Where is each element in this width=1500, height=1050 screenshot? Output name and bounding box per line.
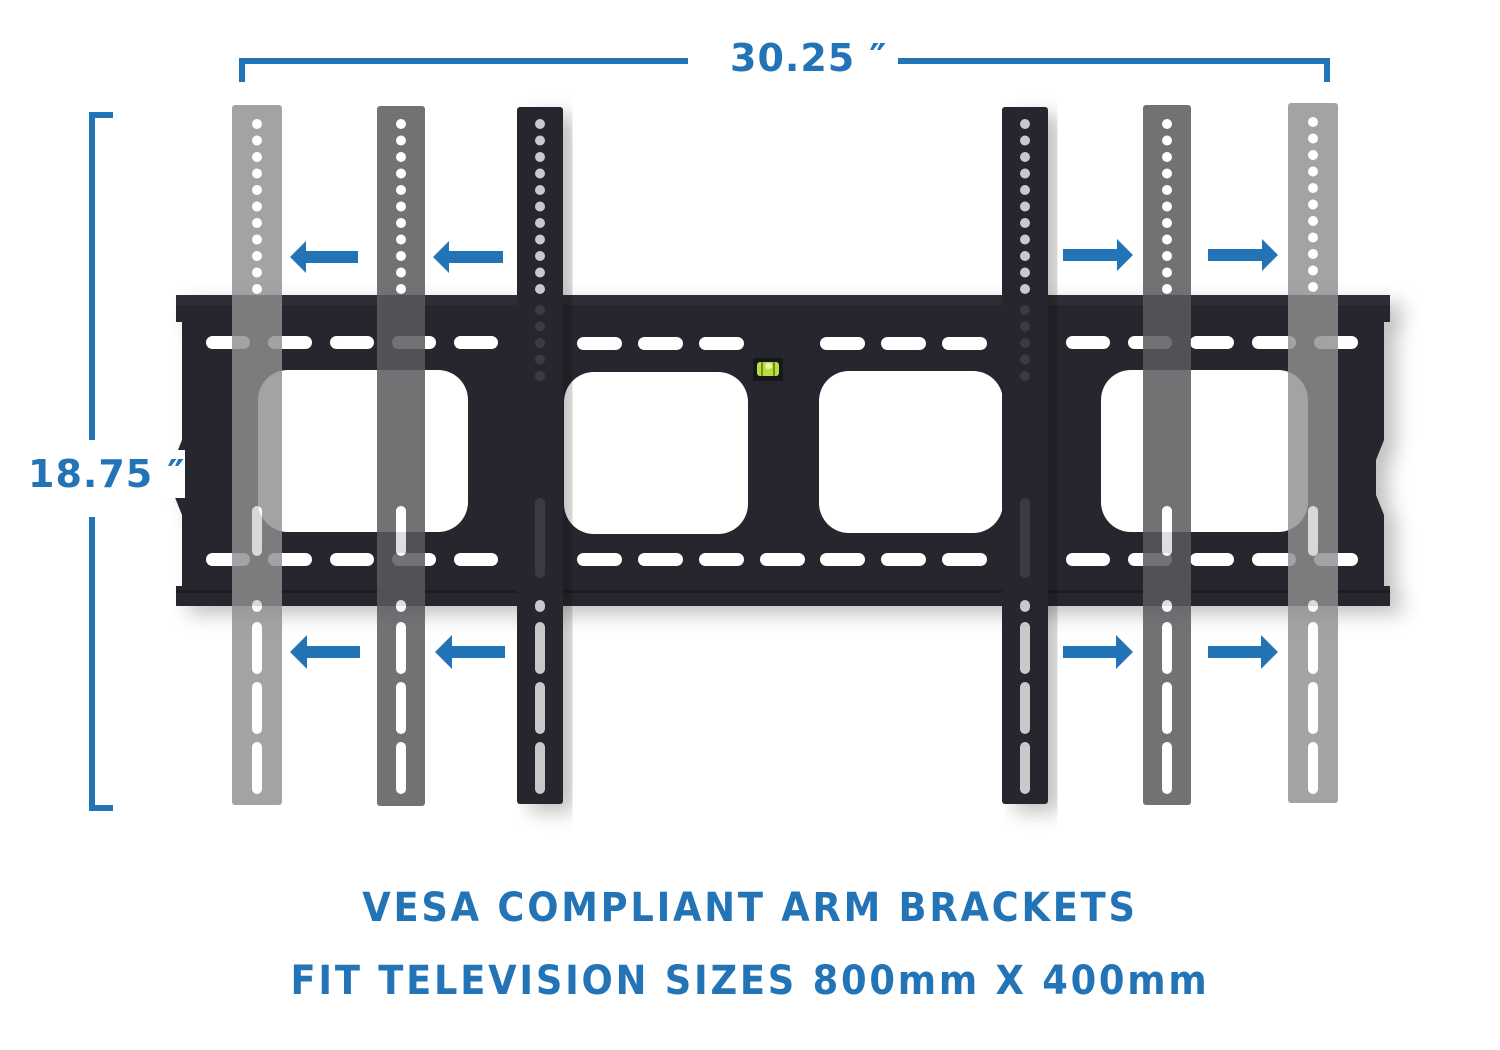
bubble-level-icon: [753, 358, 783, 381]
arrow-right-icon: [1208, 635, 1278, 669]
arm-left-inner: [517, 107, 563, 804]
arm-right-outer: [1288, 103, 1338, 803]
width-dimension-label: 30.25 ″: [724, 36, 894, 80]
wall-plate: [174, 295, 1390, 606]
arrow-right-icon: [1208, 239, 1278, 271]
height-dimension-label: 18.75 ″: [28, 450, 186, 498]
arm-left-outer: [232, 105, 282, 805]
caption-line-1: VESA COMPLIANT ARM BRACKETS: [362, 885, 1138, 931]
arm-right-middle: [1143, 105, 1191, 805]
arm-left-middle: [377, 106, 425, 806]
caption-line-2: FIT TELEVISION SIZES 800mm X 400mm: [290, 958, 1210, 1004]
arrow-left-icon: [435, 635, 505, 669]
arrow-left-icon: [433, 241, 503, 273]
width-dimension-line: [239, 58, 1330, 82]
arrow-left-icon: [290, 635, 360, 669]
arrow-right-icon: [1063, 239, 1133, 271]
arrow-left-icon: [290, 241, 358, 273]
arm-right-inner: [1002, 107, 1048, 804]
height-dimension-line: [89, 112, 113, 811]
arrow-right-icon: [1063, 635, 1133, 669]
